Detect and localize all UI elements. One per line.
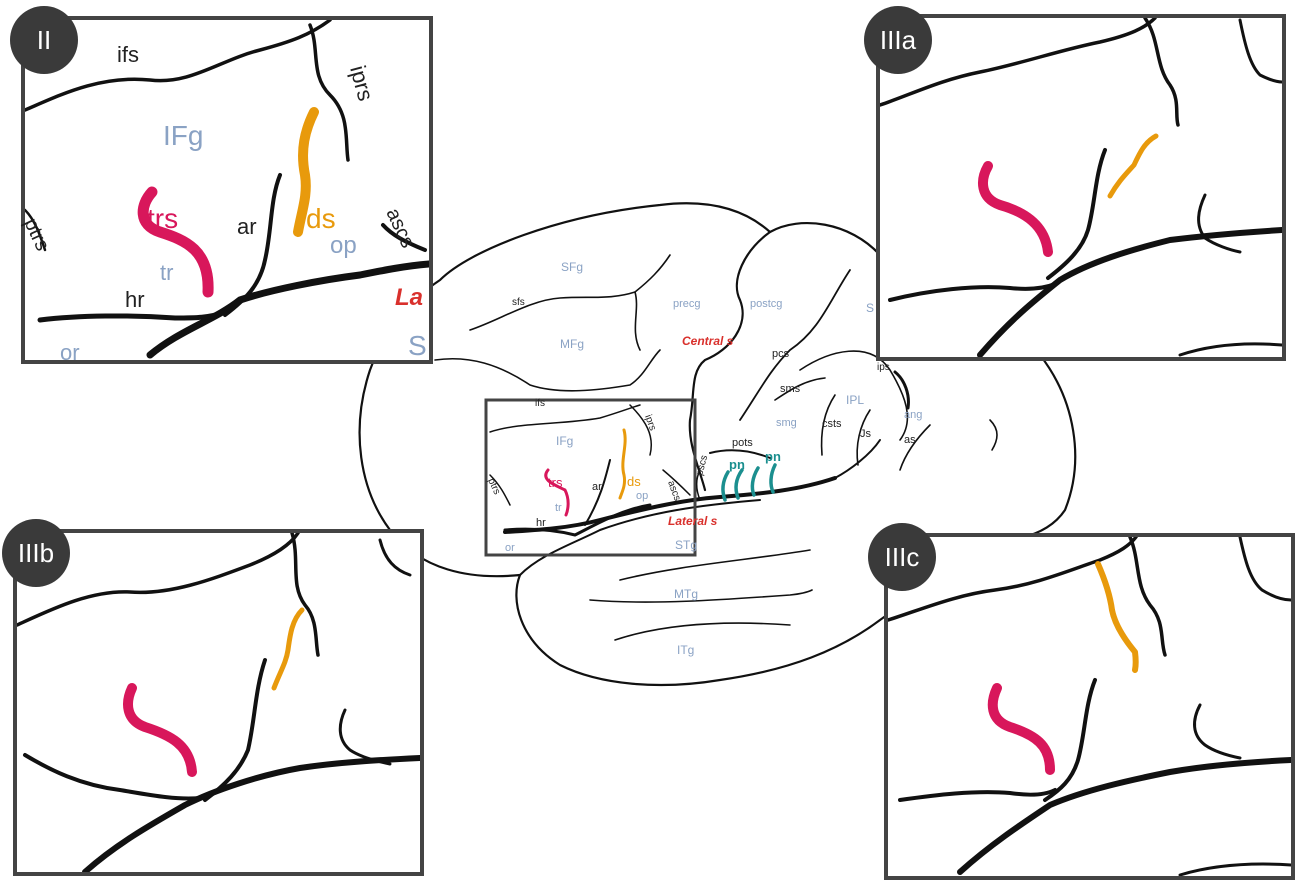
- panel-IIIa-badge-text: IIIa: [880, 25, 917, 55]
- zoom-label-trs: trs: [147, 203, 178, 234]
- zoom-label-hr: hr: [125, 287, 145, 312]
- panel-IIIb-frame: [13, 529, 424, 876]
- inferior-frontal-sulcus-brain: [434, 349, 661, 392]
- ips-mark: [893, 370, 910, 410]
- label-op-brain: op: [636, 490, 648, 502]
- label-lateral-sulcus: Lateral s: [668, 514, 718, 528]
- panel-IIIb: IIIb: [2, 519, 424, 876]
- panel-IIIb-badge: [2, 519, 70, 587]
- panel-II-frame: [21, 16, 433, 364]
- sms-sulcus: [774, 377, 826, 401]
- brain-hemisphere: SFg sfs precg postcg S MFg Central s pcs…: [358, 202, 1077, 687]
- label-IFg-brain: IFg: [556, 434, 573, 448]
- label-central-sulcus: Central s: [682, 334, 734, 348]
- js-sulcus: [856, 409, 871, 466]
- panel-IIIa-drawing: [880, 18, 1282, 357]
- panel-IIIa-badge: [864, 6, 932, 74]
- occipital-sulcus: [989, 419, 998, 451]
- label-or-brain: or: [505, 542, 515, 554]
- intraparietal-sulcus: [799, 350, 909, 441]
- label-S: S: [866, 301, 874, 315]
- panel-IIIc-badge: [868, 523, 936, 591]
- label-pscs-brain: pscs: [694, 454, 710, 477]
- brain-labels: SFg sfs precg postcg S MFg Central s pcs…: [485, 260, 922, 657]
- temporal-upper-edge: [519, 499, 761, 576]
- postcentral-sulcus: [739, 269, 851, 421]
- label-smg: smg: [776, 417, 797, 429]
- lateral-sulcus: [503, 476, 837, 534]
- label-sms: sms: [780, 383, 801, 395]
- zoom-label-ar: ar: [237, 214, 257, 239]
- label-STg: STg: [675, 538, 697, 552]
- panel-II: II ifs iprs IFg trs ar ds op ascs ptrs t…: [10, 6, 433, 365]
- panel-IIIc: IIIc: [868, 523, 1295, 880]
- label-MFg: MFg: [560, 337, 584, 351]
- label-as: as: [904, 434, 916, 446]
- pn-sulci: [721, 463, 777, 502]
- label-ar-brain: ar: [592, 481, 602, 493]
- middle-temporal-sulcus: [589, 589, 813, 603]
- zoom-label-or: or: [60, 340, 80, 365]
- label-pn-1: pn: [729, 457, 745, 472]
- panel-IIIa: IIIa: [864, 6, 1286, 361]
- label-trs-brain: trs: [548, 475, 563, 490]
- pots-sulcus: [709, 449, 771, 459]
- zoom-label-ifs: ifs: [117, 42, 139, 67]
- zoom-label-IFg: IFg: [163, 120, 203, 151]
- inset-sulci: [489, 404, 701, 537]
- zoom-label-S: S: [408, 330, 427, 361]
- label-tr-brain: tr: [555, 502, 562, 514]
- label-hr-brain: hr: [536, 517, 546, 529]
- precentral-sulcus: [634, 291, 641, 351]
- panel-IIIb-badge-text: IIIb: [18, 538, 54, 568]
- label-MTg: MTg: [674, 587, 698, 601]
- panel-II-drawing: [25, 20, 429, 359]
- label-ds-brain: ds: [627, 474, 641, 489]
- label-pn-2: pn: [765, 449, 781, 464]
- label-ptrs-brain: ptrs: [485, 477, 502, 497]
- label-ifs-brain: ifs: [535, 398, 545, 409]
- csts-sulcus: [820, 394, 836, 456]
- zoom-label-op: op: [330, 232, 357, 259]
- central-sulcus: [688, 230, 772, 492]
- panel-IIIc-drawing: [888, 537, 1291, 876]
- label-pots: pots: [732, 437, 753, 449]
- panel-II-badge: [10, 6, 78, 74]
- label-ips: ips: [877, 362, 890, 373]
- panel-IIIb-drawing: [17, 533, 420, 872]
- zoom-label-ds: ds: [306, 203, 336, 234]
- label-js: Js: [860, 428, 872, 440]
- zoom-label-La: La: [395, 284, 423, 311]
- panel-IIIc-badge-text: IIIc: [885, 542, 920, 572]
- label-csts: csts: [822, 418, 842, 430]
- label-iprs-brain: iprs: [642, 413, 658, 432]
- label-ITg: ITg: [677, 643, 694, 657]
- panel-II-badge-text: II: [37, 25, 51, 55]
- inferior-temporal-sulcus: [614, 622, 791, 641]
- inset-box: [484, 398, 697, 557]
- superior-frontal-sulcus: [469, 254, 671, 331]
- lateral-sulcus-posterior: [834, 439, 881, 479]
- label-IPL: IPL: [846, 393, 864, 407]
- as-sulcus: [899, 424, 931, 471]
- label-sfs: sfs: [512, 297, 525, 308]
- label-postcg: postcg: [750, 298, 782, 310]
- superior-temporal-sulcus: [619, 549, 811, 581]
- panel-IIIa-frame: [876, 14, 1286, 361]
- label-ang: ang: [904, 409, 922, 421]
- label-ascs-brain: ascs: [665, 479, 682, 502]
- label-pcs: pcs: [772, 348, 790, 360]
- label-precg: precg: [673, 298, 701, 310]
- zoom-label-tr: tr: [160, 260, 173, 285]
- label-SFg: SFg: [561, 260, 583, 274]
